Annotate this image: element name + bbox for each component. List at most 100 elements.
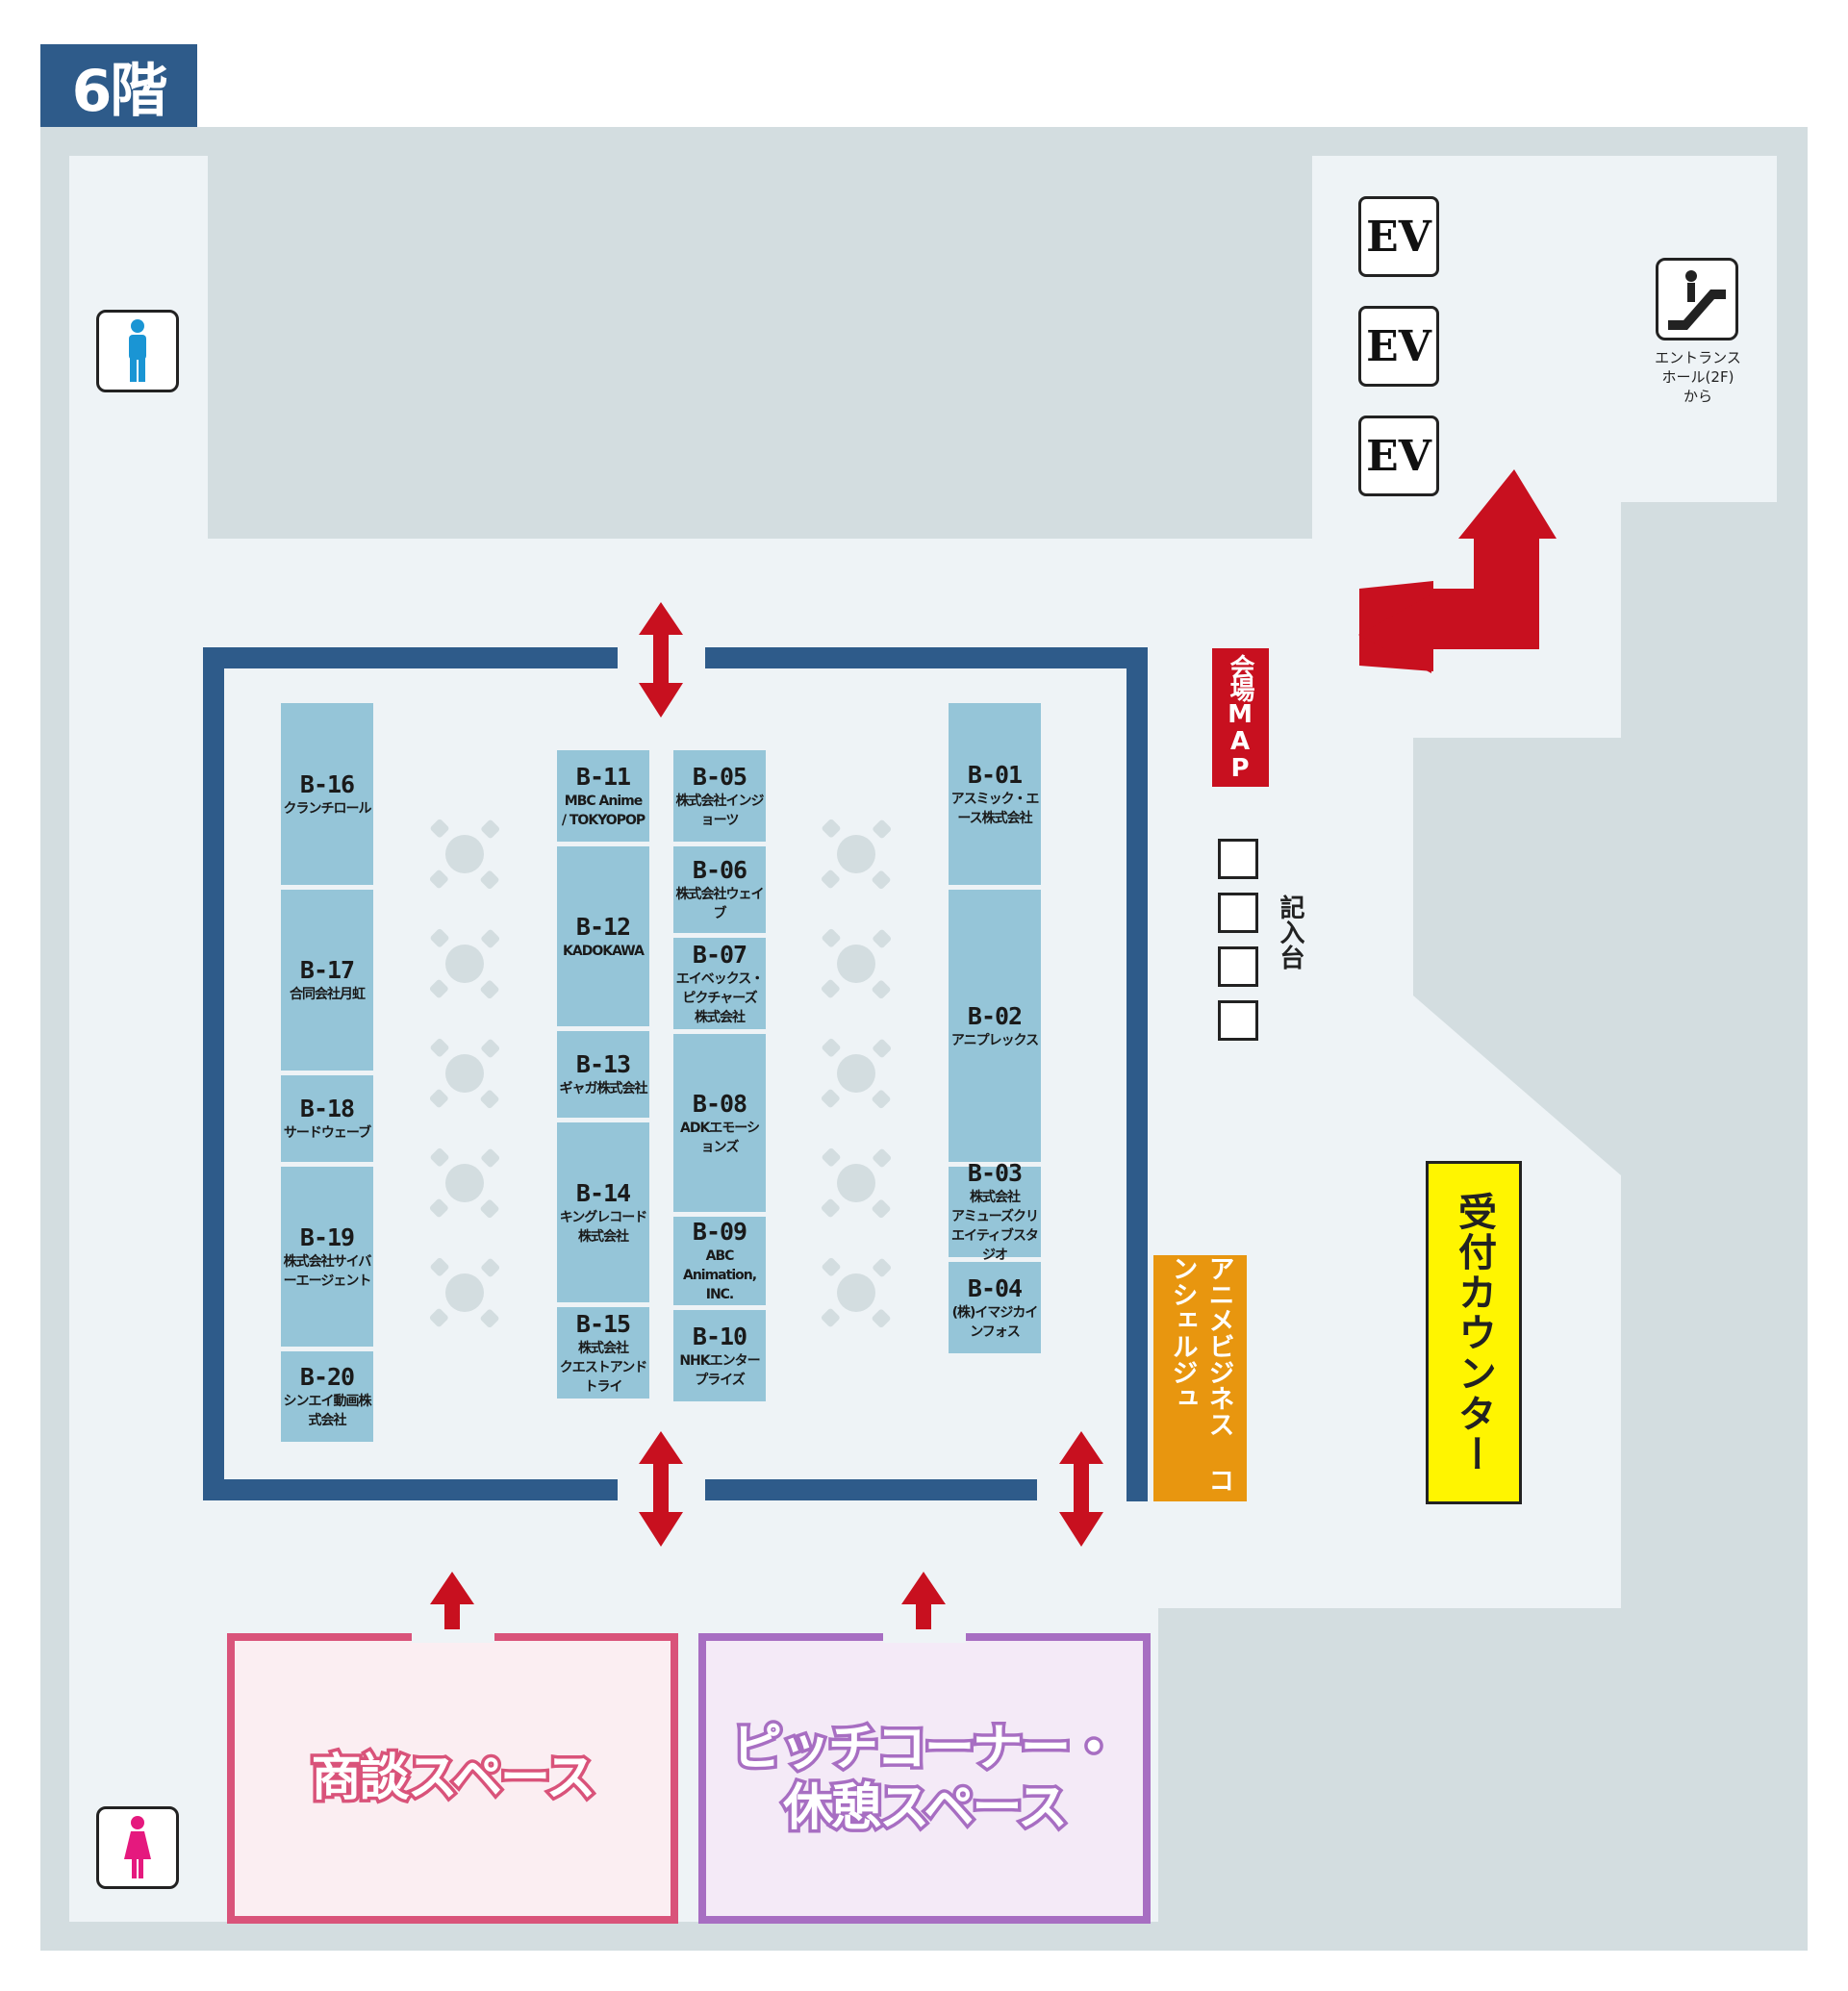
- booth-id: B-18: [299, 1095, 355, 1122]
- booth-exhibitor: 株式会社インジョーツ: [675, 793, 765, 828]
- pitch-corner-rest-space[interactable]: ピッチコーナー・ 休憩スペース: [698, 1633, 1151, 1924]
- booth-id: B-14: [575, 1178, 631, 1207]
- booth-exhibitor: 株式会社 クエストアンドトライ: [559, 1340, 647, 1395]
- escalator: [1656, 258, 1738, 340]
- booth-exhibitor: (株)イマジカインフォス: [951, 1304, 1039, 1340]
- table-chairs-icon: [820, 927, 893, 1000]
- booth-exhibitor: クランチロール: [283, 800, 372, 817]
- booth-id: B-03: [967, 1159, 1023, 1187]
- booth-id: B-08: [692, 1089, 747, 1118]
- booth-id: B-04: [967, 1273, 1023, 1302]
- female-restroom-icon: [124, 1816, 151, 1878]
- booth-b-04[interactable]: B-04(株)イマジカインフォス: [949, 1262, 1041, 1353]
- booth-exhibitor: MBC Anime / TOKYOPOP: [561, 793, 646, 828]
- booth-id: B-15: [575, 1309, 631, 1338]
- reception-counter: 受付カウンター: [1426, 1161, 1522, 1504]
- writing-desk-slot: [1218, 946, 1258, 987]
- elevator-1: EV: [1358, 196, 1439, 277]
- table-chairs-icon: [820, 1037, 893, 1110]
- table-chairs-icon: [820, 1256, 893, 1329]
- meeting-space-label: 商談スペース: [308, 1747, 599, 1811]
- booth-exhibitor: サードウェーブ: [283, 1125, 371, 1141]
- table-chairs-icon: [428, 927, 501, 1000]
- writing-desk-label: 記入台: [1276, 895, 1304, 970]
- male-restroom: [96, 310, 179, 392]
- writing-desk-slot: [1218, 1000, 1258, 1041]
- double-arrow-hall-bottom-right: [1059, 1431, 1103, 1547]
- table-chairs-icon: [820, 818, 893, 891]
- meeting-doorway: [412, 1629, 494, 1643]
- writing-desk-slot: [1218, 893, 1258, 933]
- female-restroom: [96, 1806, 179, 1889]
- writing-desk-slot: [1218, 839, 1258, 879]
- booth-exhibitor: 株式会社サイバーエージェント: [283, 1253, 372, 1289]
- booth-exhibitor: ギャガ株式会社: [559, 1081, 648, 1096]
- booth-exhibitor: アニプレックス: [950, 1032, 1039, 1048]
- anime-business-concierge: アニメビジネス コンシェルジュ: [1153, 1255, 1247, 1501]
- elevator-3: EV: [1358, 416, 1439, 496]
- booth-exhibitor: KADOKAWA: [563, 943, 645, 959]
- booth-id: B-10: [692, 1322, 747, 1350]
- booth-b-16[interactable]: B-16 クランチロール: [281, 703, 373, 885]
- booth-id: B-09: [692, 1218, 747, 1246]
- booth-id: B-05: [692, 762, 747, 791]
- booth-exhibitor: キングレコード株式会社: [559, 1209, 648, 1245]
- booth-exhibitor: NHKエンタープライズ: [679, 1352, 760, 1388]
- booth-exhibitor: ABC Animation, INC.: [682, 1248, 757, 1302]
- booth-exhibitor: 株式会社ウェイブ: [675, 887, 765, 921]
- booth-b-06[interactable]: B-06 株式会社ウェイブ: [673, 846, 766, 933]
- booth-id: B-19: [299, 1222, 355, 1251]
- booth-b-18[interactable]: B-18 サードウェーブ: [281, 1075, 373, 1162]
- booth-b-20[interactable]: B-20 シンエイ動画株式会社: [281, 1351, 373, 1442]
- booth-exhibitor: シンエイ動画株式会社: [283, 1394, 372, 1428]
- floor-label: 6階: [40, 44, 197, 127]
- double-arrow-hall-bottom-left: [639, 1431, 683, 1547]
- booth-exhibitor: 株式会社 アミューズクリエイティブスタジオ: [950, 1190, 1039, 1263]
- booth-id: B-17: [299, 956, 355, 984]
- elevator-2: EV: [1358, 306, 1439, 387]
- booth-b-02[interactable]: B-02 アニプレックス: [949, 890, 1041, 1162]
- booth-b-03[interactable]: B-03 株式会社 アミューズクリエイティブスタジオ: [949, 1159, 1041, 1263]
- booth-id: B-01: [967, 760, 1023, 789]
- table-chairs-icon: [428, 818, 501, 891]
- venue-map-sign: 会場MAP: [1212, 648, 1269, 787]
- hall-wall-right: [705, 647, 1148, 1501]
- booth-exhibitor: ADKエモーションズ: [679, 1120, 760, 1155]
- pitch-corner-label: ピッチコーナー・ 休憩スペース: [728, 1717, 1122, 1841]
- booth-id: B-12: [575, 912, 631, 941]
- direction-arrow-icon: [1358, 594, 1431, 673]
- booth-exhibitor: エイベックス・ピクチャーズ 株式会社: [675, 970, 765, 1025]
- escalator-caption: エントランス ホール(2F) から: [1655, 349, 1741, 405]
- table-chairs-icon: [820, 1147, 893, 1220]
- booth-id: B-06: [692, 856, 747, 884]
- escalator-icon: [1668, 270, 1726, 330]
- booth-exhibitor: アスミック・エース株式会社: [950, 791, 1040, 826]
- booth-id: B-02: [967, 1001, 1023, 1030]
- booth-exhibitor: 合同会社月虹: [290, 987, 366, 1002]
- booth-id: B-07: [692, 940, 747, 969]
- booth-id: B-11: [575, 762, 631, 791]
- meeting-space[interactable]: 商談スペース: [227, 1633, 678, 1924]
- booth-id: B-20: [299, 1363, 355, 1391]
- male-restroom-icon: [129, 319, 146, 382]
- table-chairs-icon: [428, 1037, 501, 1110]
- booth-b-17[interactable]: B-17 合同会社月虹: [281, 890, 373, 1071]
- table-chairs-icon: [428, 1256, 501, 1329]
- booth-id: B-16: [299, 769, 355, 798]
- hall-wall-left: [203, 647, 618, 1500]
- double-arrow-hall-top: [639, 602, 683, 718]
- pitch-doorway: [883, 1629, 966, 1643]
